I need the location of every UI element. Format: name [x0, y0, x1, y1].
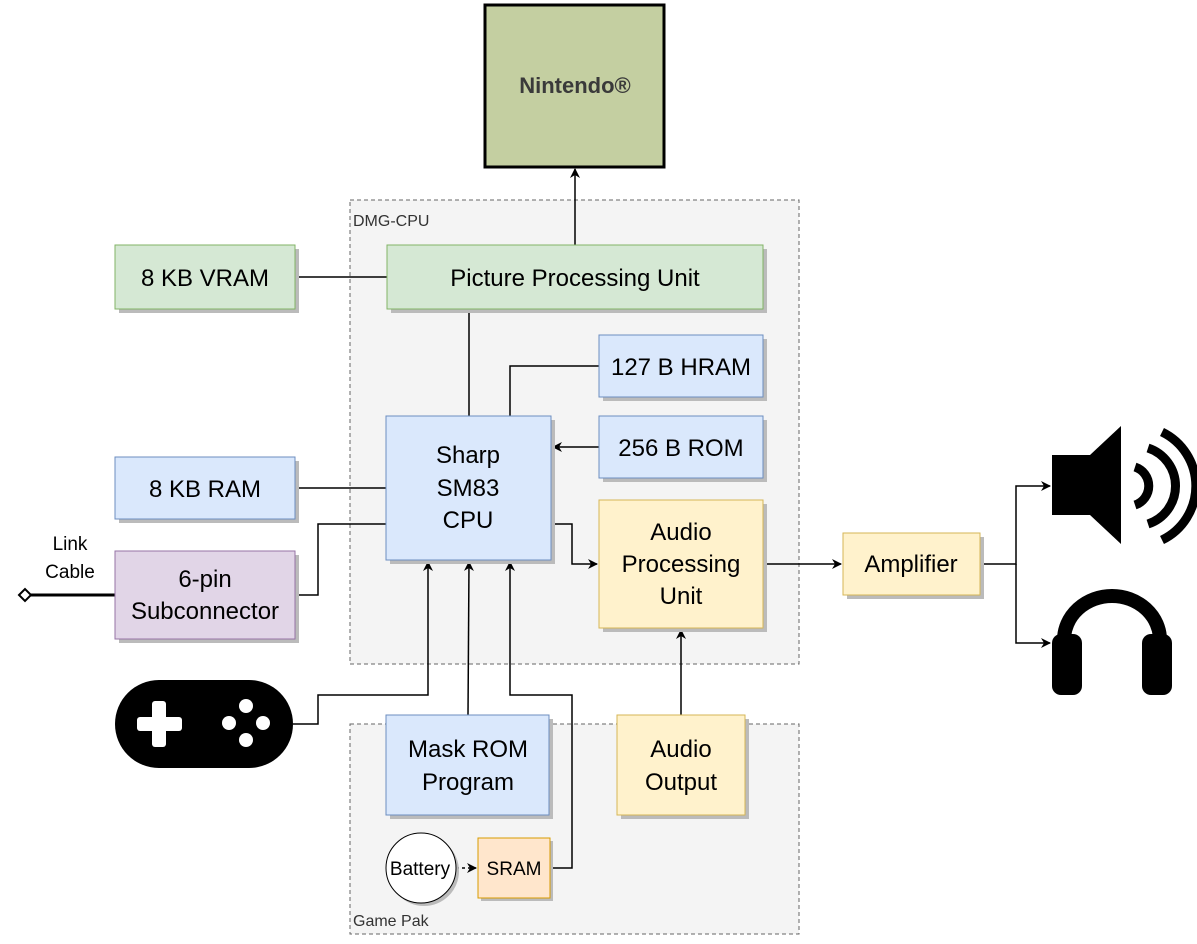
link-cable-label-1: Link [53, 534, 88, 555]
apu-label-2: Processing [622, 551, 741, 578]
ppu-label: Picture Processing Unit [450, 265, 700, 292]
battery-label: Battery [390, 859, 451, 880]
amplifier-block: Amplifier [842, 532, 984, 599]
mask-rom-label-2: Program [422, 769, 514, 796]
cpu-label-3: CPU [443, 507, 494, 534]
link-cable-label-2: Cable [45, 562, 95, 583]
audio-output-block: Audio Output [616, 714, 749, 819]
apu-block: Audio Processing Unit [598, 499, 767, 632]
edge-sram-cpu [505, 561, 573, 869]
cpu-block: Sharp SM83 CPU [385, 415, 555, 564]
speaker-icon [1052, 426, 1197, 545]
ram-block: 8 KB RAM [114, 456, 299, 523]
audio-output-label-2: Output [645, 769, 717, 796]
link-cable-connector-icon [17, 587, 33, 603]
edge-cpu-apu [551, 523, 598, 569]
edge-sub-cpu [295, 523, 386, 596]
hram-label: 127 B HRAM [611, 354, 751, 381]
cpu-label-1: Sharp [436, 442, 500, 469]
ppu-block: Picture Processing Unit [386, 244, 767, 313]
gamepad-icon [115, 680, 293, 768]
screen-display: Nintendo® [483, 3, 666, 169]
rom256-block: 256 B ROM [598, 415, 767, 482]
mask-rom-label-1: Mask ROM [408, 736, 528, 763]
edge-amp-headphones [1015, 564, 1051, 648]
subconnector-block: 6-pin Subconnector [114, 550, 299, 643]
hram-block: 127 B HRAM [598, 334, 767, 401]
apu-label-3: Unit [660, 583, 703, 610]
audio-output-label-1: Audio [650, 736, 711, 763]
game-pak-label: Game Pak [353, 913, 430, 930]
apu-label-1: Audio [650, 519, 711, 546]
edge-hram-cpu [509, 365, 599, 416]
vram-label: 8 KB VRAM [141, 265, 269, 292]
headphones-icon [1052, 589, 1172, 695]
edge-gamepad-cpu [293, 561, 433, 725]
nintendo-logo: Nintendo® [519, 73, 631, 98]
subconnector-label-1: 6-pin [178, 566, 231, 593]
sram-label: SRAM [487, 859, 542, 880]
amplifier-label: Amplifier [864, 551, 957, 578]
edge-maskrom-cpu [463, 561, 474, 716]
ram-label: 8 KB RAM [149, 476, 261, 503]
subconnector-label-2: Subconnector [131, 598, 279, 625]
battery-block: Battery [385, 832, 459, 906]
dmg-cpu-label: DMG-CPU [353, 213, 429, 230]
connections [17, 168, 1051, 873]
vram-block: 8 KB VRAM [114, 244, 299, 313]
rom256-label: 256 B ROM [618, 435, 743, 462]
mask-rom-block: Mask ROM Program [385, 714, 553, 819]
cpu-label-2: SM83 [437, 475, 500, 502]
sram-block: SRAM [477, 837, 553, 901]
edge-amp-speaker [980, 481, 1051, 565]
